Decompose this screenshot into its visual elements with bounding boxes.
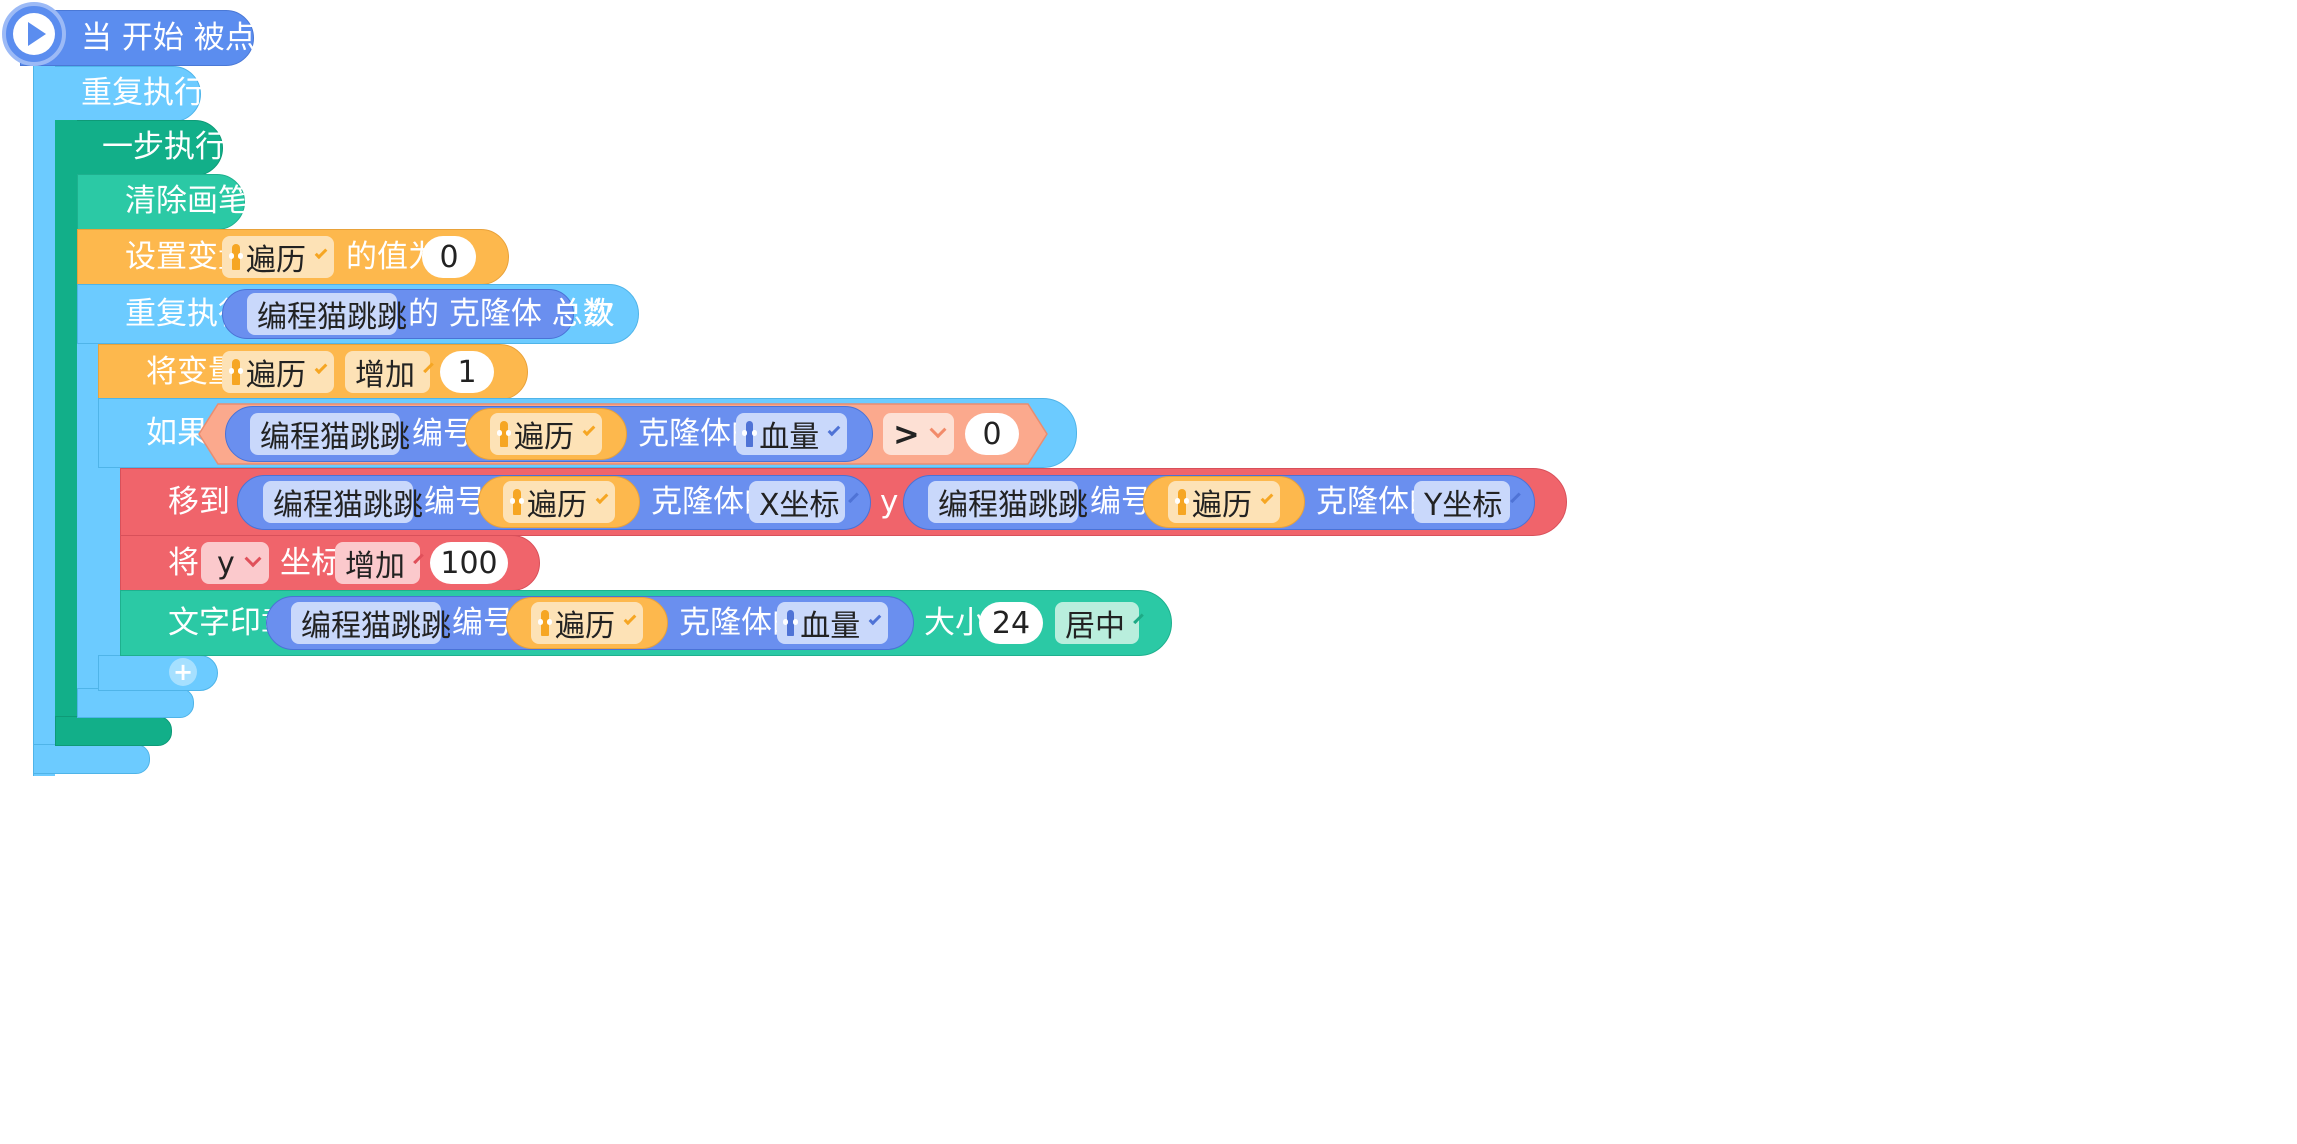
move-x-variable-dropdown[interactable]: 遍历 xyxy=(503,481,615,523)
clear-pen-label: 清除画笔 xyxy=(125,183,249,219)
move-x-property-dropdown[interactable]: X坐标 xyxy=(749,481,859,523)
stamp-property-dropdown[interactable]: 血量 xyxy=(777,602,888,644)
chevron-down-icon xyxy=(868,612,882,626)
forever-label: 重复执行 xyxy=(81,75,205,111)
chevron-down-icon xyxy=(244,550,262,568)
comparison-dropdown[interactable]: > xyxy=(883,413,954,455)
set-variable-dropdown[interactable]: 遍历 xyxy=(222,236,334,278)
variable-icon xyxy=(510,489,524,515)
repeat-mid: 的 克隆体 总数 xyxy=(408,296,614,332)
step-block-arm xyxy=(55,120,77,746)
clear-pen-block[interactable] xyxy=(77,174,245,230)
forever-block-arm xyxy=(33,66,55,776)
repeat-sprite-dropdown[interactable]: 编程猫跳跳 xyxy=(247,293,426,335)
change-variable-dropdown[interactable]: 遍历 xyxy=(222,351,334,393)
move-y-property-dropdown[interactable]: Y坐标 xyxy=(1414,481,1522,523)
change-coordinate-mid: 坐标 xyxy=(280,545,342,581)
move-y-variable-dropdown[interactable]: 遍历 xyxy=(1168,481,1280,523)
step-block-frame[interactable] xyxy=(55,120,223,176)
variable-icon xyxy=(229,359,243,385)
if-property-dropdown[interactable]: 血量 xyxy=(736,413,847,455)
property-icon xyxy=(783,610,799,636)
if-variable-dropdown[interactable]: 遍历 xyxy=(490,413,602,455)
repeat-block-foot xyxy=(77,688,194,718)
change-op-dropdown[interactable]: 增加 xyxy=(345,351,434,393)
set-variable-value[interactable]: 0 xyxy=(422,236,476,278)
move-y-sprite-dropdown[interactable]: 编程猫跳跳 xyxy=(928,481,1107,523)
variable-icon xyxy=(1175,489,1189,515)
move-y-label: y xyxy=(880,484,899,520)
change-coordinate-op-dropdown[interactable]: 增加 xyxy=(335,542,424,584)
if-sprite-dropdown[interactable]: 编程猫跳跳 xyxy=(250,413,429,455)
stamp-align-dropdown[interactable]: 居中 xyxy=(1055,602,1144,644)
chevron-down-icon xyxy=(929,421,947,439)
chevron-down-icon xyxy=(1260,491,1274,505)
step-block-foot xyxy=(55,716,172,746)
variable-icon xyxy=(229,244,243,270)
variable-icon xyxy=(497,421,511,447)
if-block-arm xyxy=(98,400,120,690)
forever-block-foot xyxy=(33,744,150,774)
move-y-number-label: 编号 xyxy=(1090,484,1152,520)
repeat-suffix: 次 xyxy=(584,296,615,332)
chevron-down-icon xyxy=(595,491,609,505)
if-block-foot xyxy=(98,655,218,691)
move-x-number-label: 编号 xyxy=(424,484,486,520)
stamp-sprite-dropdown[interactable]: 编程猫跳跳 xyxy=(291,602,470,644)
variable-icon xyxy=(538,610,552,636)
hat-label: 当 开始 被点击 xyxy=(81,20,287,56)
plus-icon: + xyxy=(172,658,194,686)
hat-block[interactable] xyxy=(20,10,254,66)
stamp-size-value[interactable]: 24 xyxy=(979,602,1043,644)
chevron-down-icon xyxy=(623,612,637,626)
change-coordinate-value[interactable]: 100 xyxy=(430,542,508,584)
comparison-value[interactable]: 0 xyxy=(965,413,1019,455)
stamp-size-label: 大小 xyxy=(924,605,986,641)
chevron-down-icon xyxy=(314,246,328,260)
move-x-sprite-dropdown[interactable]: 编程猫跳跳 xyxy=(263,481,442,523)
stamp-number-label: 编号 xyxy=(452,605,514,641)
change-coordinate-label: 将 xyxy=(168,545,199,581)
if-label: 如果 xyxy=(146,415,208,451)
play-icon[interactable] xyxy=(2,2,66,66)
chevron-down-icon xyxy=(582,423,596,437)
axis-dropdown[interactable]: y xyxy=(201,542,269,584)
forever-block-frame[interactable] xyxy=(33,66,201,122)
stamp-variable-dropdown[interactable]: 遍历 xyxy=(531,602,643,644)
property-icon xyxy=(742,421,758,447)
chevron-down-icon xyxy=(827,423,841,437)
chevron-down-icon xyxy=(314,361,328,375)
change-variable-value[interactable]: 1 xyxy=(440,351,494,393)
step-label: 一步执行 xyxy=(102,129,226,165)
if-number-label: 编号 xyxy=(412,416,474,452)
add-block-button[interactable]: + xyxy=(169,658,197,686)
repeat-block-arm xyxy=(77,286,99,716)
